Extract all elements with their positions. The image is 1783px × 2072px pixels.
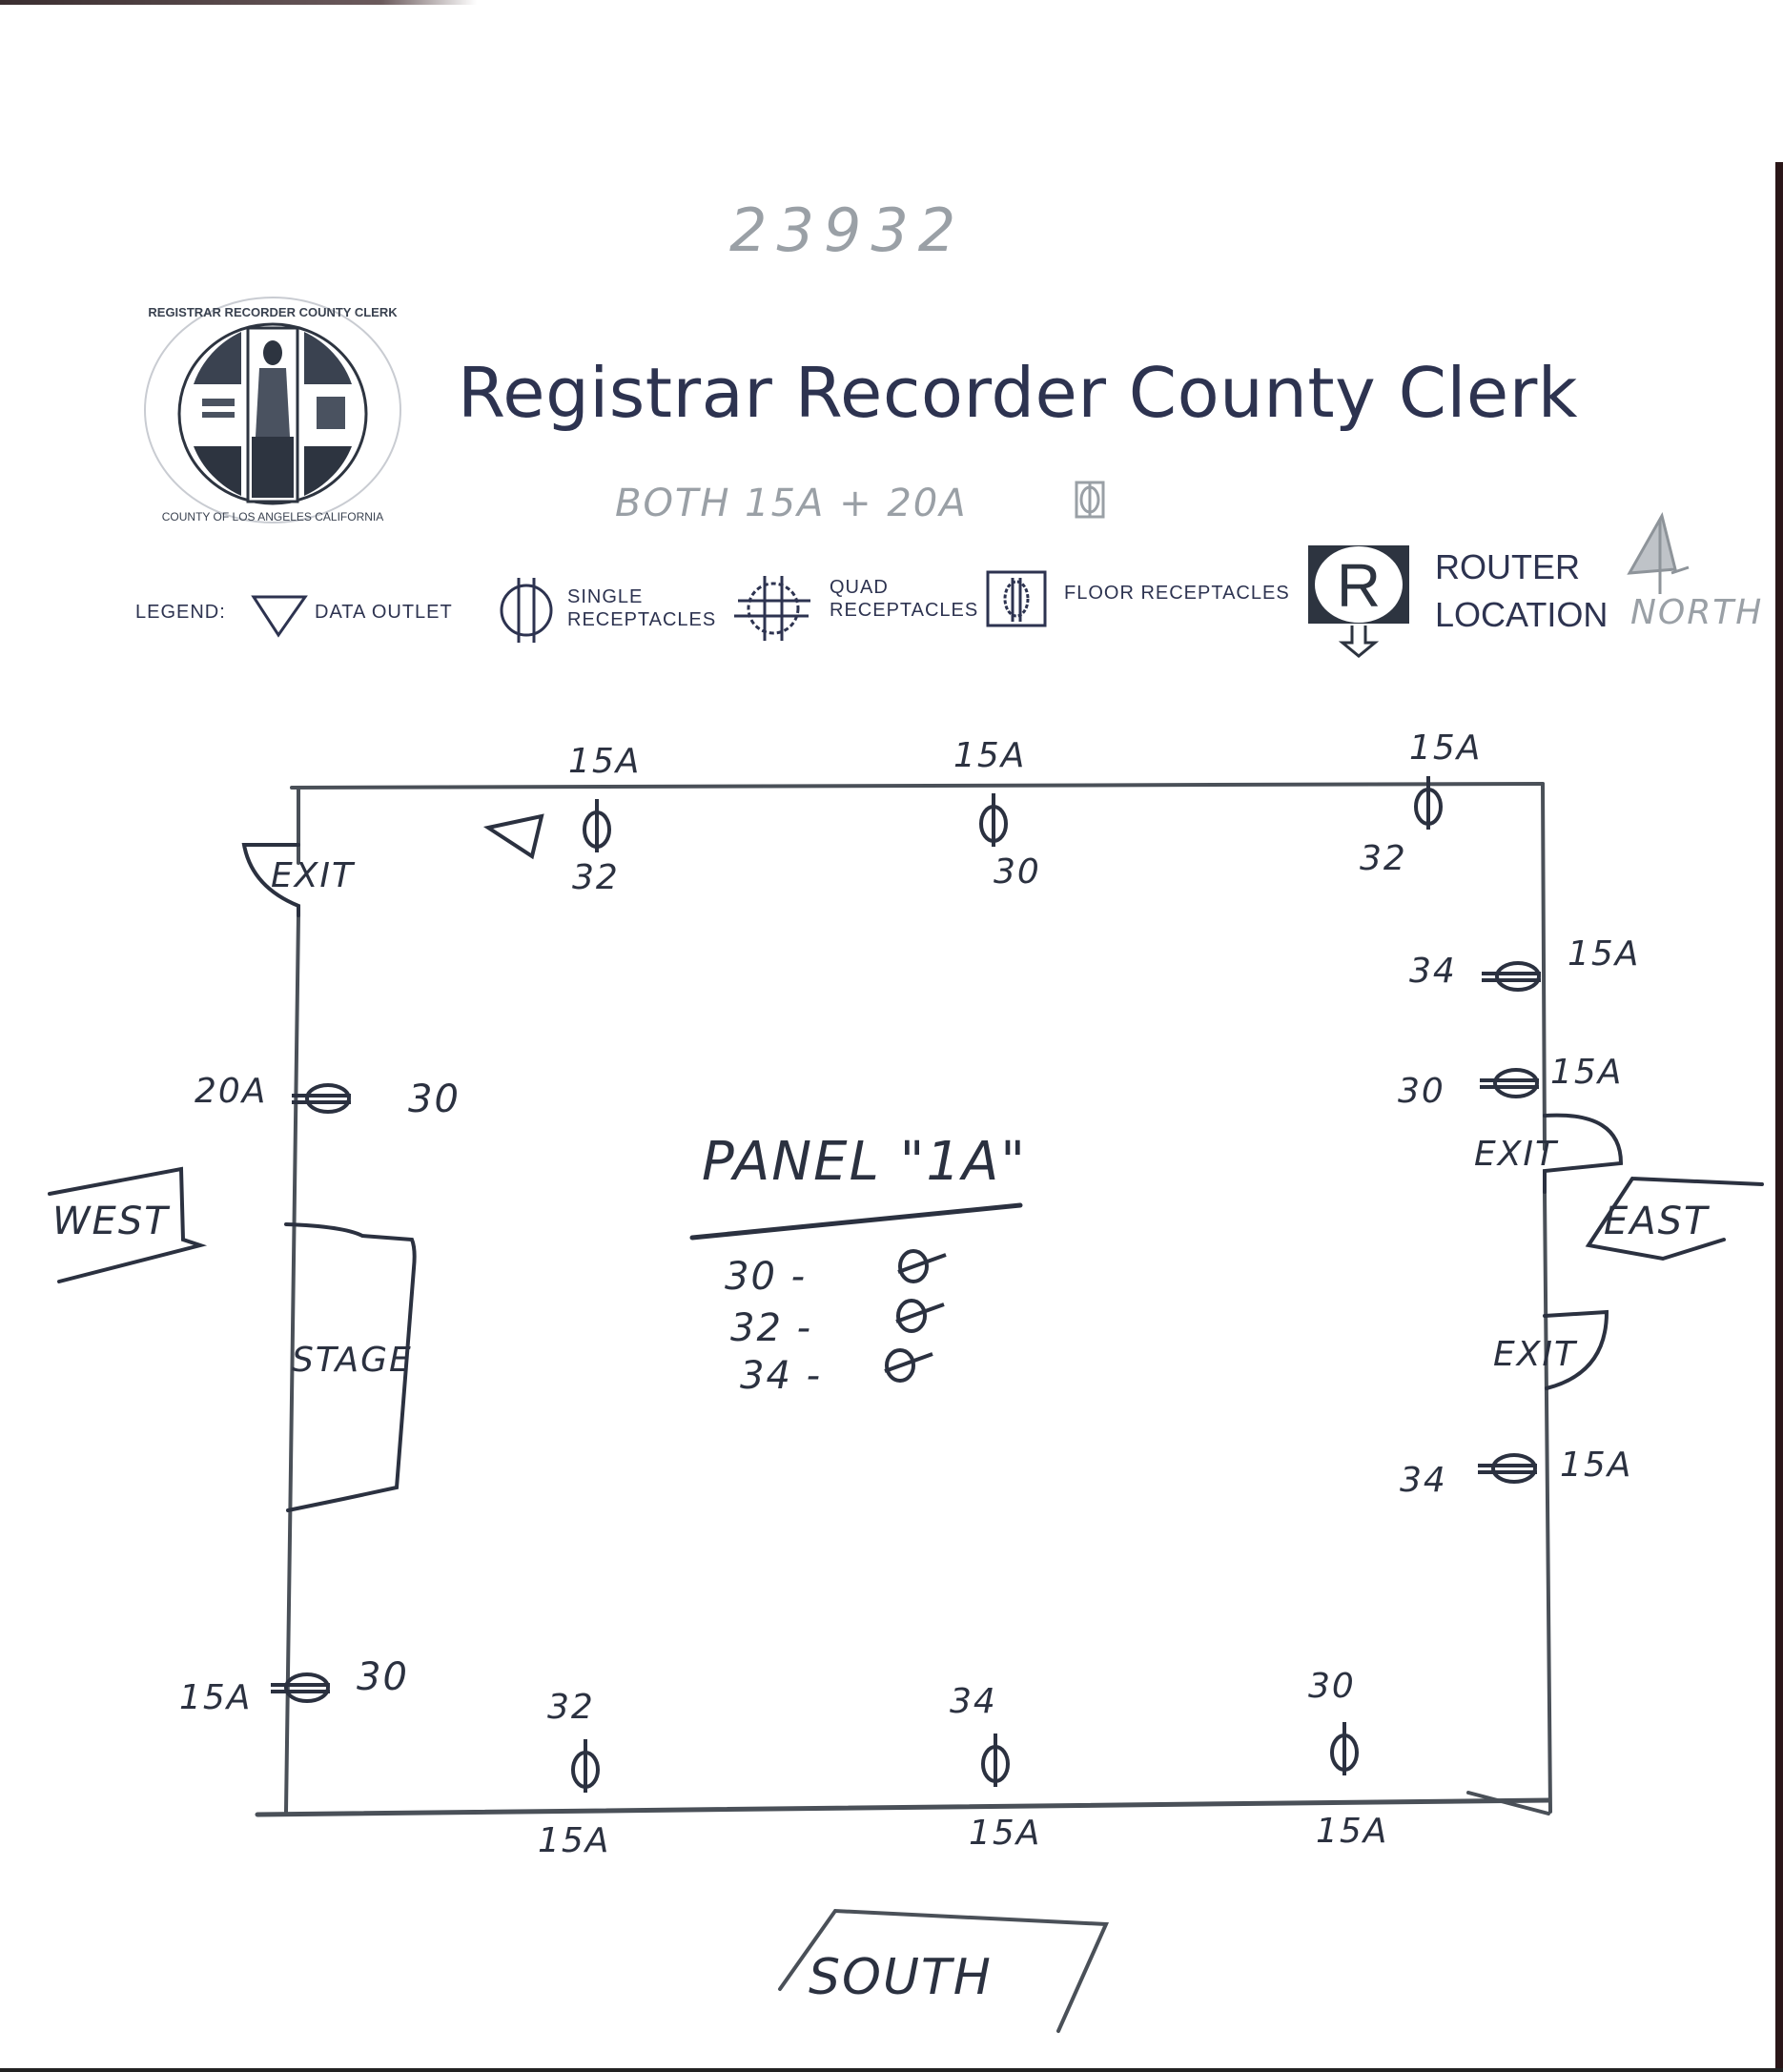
- west-receptacle-1-symbol: [292, 1083, 351, 1114]
- north-receptacle-3-circuit: 32: [1360, 839, 1407, 878]
- panel-circuit-number: 32: [730, 1306, 783, 1350]
- east-receptacle-1-symbol: [1482, 961, 1541, 992]
- stage-label: STAGE: [292, 1341, 413, 1380]
- panel-circuit-number: 34: [740, 1354, 792, 1398]
- east-label: EAST: [1604, 1200, 1710, 1243]
- south-receptacle-3-symbol: [1330, 1722, 1359, 1775]
- east-receptacle-3-circuit: 34: [1400, 1461, 1447, 1500]
- legend-single-line1: SINGLE: [567, 586, 644, 607]
- panel-title: PANEL "1A": [702, 1131, 1028, 1193]
- page-title: Registrar Recorder County Clerk: [458, 353, 1578, 433]
- panel-underline: [689, 1202, 1023, 1241]
- router-icon: R: [1308, 545, 1409, 658]
- east-receptacle-2-circuit: 30: [1398, 1072, 1445, 1111]
- south-label: SOUTH: [809, 1949, 993, 2006]
- seal-top-text: REGISTRAR RECORDER COUNTY CLERK: [148, 305, 398, 319]
- legend-quad-line2: RECEPTACLES: [830, 600, 979, 621]
- legend-router-line2: LOCATION: [1435, 595, 1609, 635]
- east-wall-lower: [1543, 1190, 1552, 1814]
- single-receptacle-icon: [500, 578, 553, 643]
- legend-quad-line1: QUAD: [830, 577, 889, 598]
- east-receptacle-1-amps: 15A: [1568, 934, 1641, 974]
- north-arrow-icon: [1627, 511, 1690, 594]
- panel-circuit-sep: -: [806, 1354, 823, 1398]
- north-receptacle-2-circuit: 30: [994, 852, 1041, 892]
- north-receptacle-1-circuit: 32: [572, 858, 620, 897]
- panel-circuit-34: 34 -: [740, 1354, 822, 1398]
- panel-circuit-32: 32 -: [730, 1306, 812, 1350]
- scan-edge-top: [0, 0, 477, 5]
- legend-single-line2: RECEPTACLES: [567, 609, 717, 630]
- seal-bottom-text: COUNTY OF LOS ANGELES CALIFORNIA: [162, 510, 384, 523]
- east-receptacle-3-amps: 15A: [1560, 1446, 1633, 1485]
- south-receptacle-1-amps: 15A: [538, 1821, 611, 1860]
- east-receptacle-2-symbol: [1480, 1068, 1539, 1098]
- panel-circuit-30: 30 -: [725, 1255, 807, 1299]
- legend-router-label: ROUTER LOCATION: [1435, 544, 1608, 640]
- west-receptacle-1-circuit: 30: [408, 1077, 461, 1121]
- legend-router-line1: ROUTER: [1435, 547, 1580, 586]
- panel-circuit-30-mark: [897, 1249, 947, 1283]
- router-glyph: R: [1337, 551, 1381, 620]
- south-receptacle-1-circuit: 32: [547, 1688, 595, 1727]
- north-wall: [290, 782, 1545, 790]
- legend-floor-receptacles-label: FLOOR RECEPTACLES: [1064, 583, 1290, 604]
- county-seal-logo: REGISTRAR RECORDER COUNTY CLERK COUNTY O…: [144, 297, 401, 523]
- south-receptacle-1-symbol: [571, 1739, 600, 1793]
- quad-receptacle-icon: [734, 576, 810, 641]
- legend-data-outlet-label: DATA OUTLET: [315, 602, 453, 623]
- panel-circuit-32-mark: [895, 1299, 945, 1333]
- west-receptacle-2-amps: 15A: [179, 1678, 253, 1717]
- north-receptacle-3-amps: 15A: [1409, 728, 1483, 768]
- amperage-note: BOTH 15A + 20A: [615, 482, 968, 525]
- west-receptacle-2-symbol: [271, 1672, 330, 1703]
- north-receptacle-2-amps: 15A: [953, 736, 1027, 775]
- panel-circuit-sep: -: [796, 1306, 813, 1350]
- east-receptacle-3-symbol: [1478, 1453, 1537, 1484]
- south-receptacle-3-amps: 15A: [1316, 1812, 1389, 1851]
- south-east-corner: [1466, 1791, 1550, 1816]
- panel-circuit-sep: -: [790, 1255, 808, 1299]
- panel-circuit-number: 30: [725, 1255, 777, 1299]
- exit-label-nw: EXIT: [271, 856, 356, 895]
- east-receptacle-2-amps: 15A: [1550, 1053, 1624, 1092]
- legend-single-receptacles-label: SINGLE RECEPTACLES: [567, 585, 716, 631]
- panel-circuit-34-mark: [884, 1348, 933, 1383]
- south-receptacle-2-symbol: [981, 1734, 1010, 1787]
- west-receptacle-1-amps: 20A: [195, 1072, 268, 1111]
- north-label: NORTH: [1630, 593, 1764, 632]
- floor-receptacle-note-icon: [1075, 481, 1105, 519]
- south-receptacle-3-circuit: 30: [1308, 1667, 1356, 1706]
- east-receptacle-1-circuit: 34: [1409, 952, 1457, 991]
- data-outlet-icon: [251, 595, 308, 638]
- legend-title: LEGEND:: [135, 602, 226, 623]
- west-receptacle-2-circuit: 30: [357, 1655, 409, 1699]
- north-receptacle-1-amps: 15A: [568, 742, 642, 781]
- north-receptacle-1-symbol: [583, 799, 611, 852]
- south-receptacle-2-circuit: 34: [950, 1682, 997, 1721]
- north-receptacle-3-symbol: [1414, 776, 1443, 830]
- scan-edge-bottom: [0, 2068, 1783, 2072]
- exit-label-east-2: EXIT: [1493, 1335, 1578, 1374]
- data-outlet-symbol: [482, 813, 544, 860]
- south-receptacle-2-amps: 15A: [969, 1814, 1042, 1853]
- east-wall-upper: [1541, 782, 1547, 1151]
- scan-edge-right: [1775, 162, 1783, 2072]
- floor-receptacle-icon: [986, 570, 1047, 627]
- north-receptacle-2-symbol: [979, 793, 1008, 847]
- document-number: 23932: [729, 195, 966, 265]
- legend-quad-receptacles-label: QUAD RECEPTACLES: [830, 576, 978, 622]
- west-label: WEST: [52, 1200, 170, 1243]
- exit-label-east-1: EXIT: [1474, 1135, 1559, 1174]
